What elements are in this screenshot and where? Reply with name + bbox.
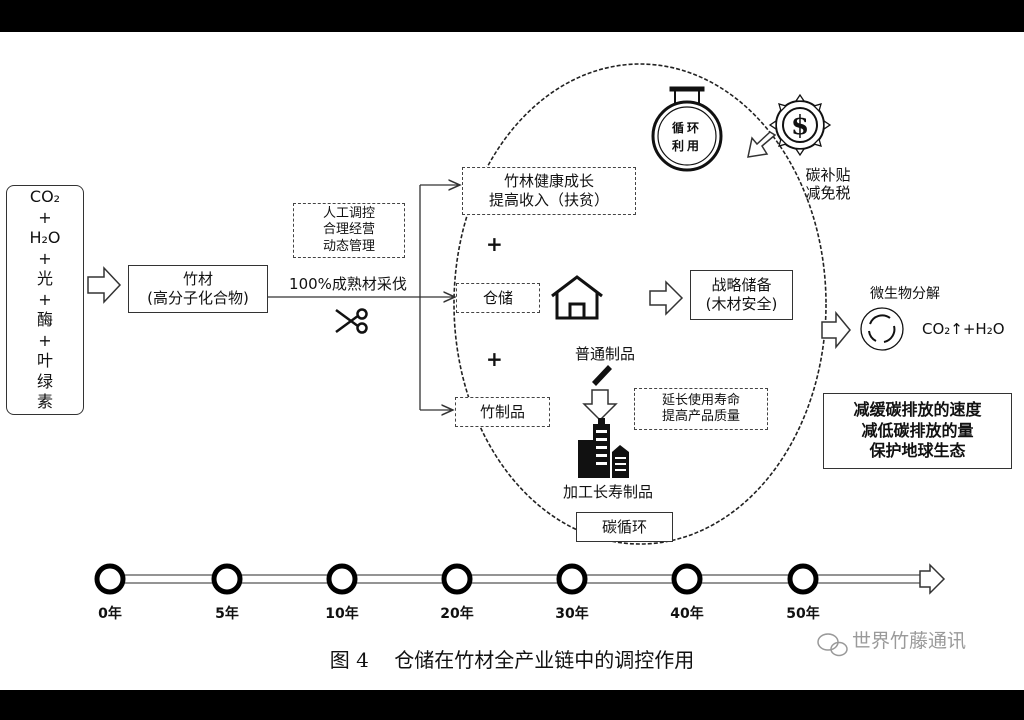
decomposition-label: 微生物分解 (870, 286, 940, 302)
products-label: 竹制品 (479, 402, 525, 421)
subsidy-line: 减免税 (805, 184, 851, 202)
plus-sign: + (38, 248, 52, 268)
strategic-label: 战略储备 (711, 276, 772, 295)
plus-sign: + (38, 330, 52, 350)
management-line: 人工调控 (322, 206, 375, 222)
flask-line: 循环 (671, 121, 702, 135)
storage-box: 仓储 (456, 283, 540, 313)
input-co2: CO₂ (29, 187, 61, 207)
timeline-label: 0年 (98, 606, 122, 622)
strategic-sublabel: (木材安全) (705, 295, 778, 313)
hollow-down-arrow-icon (582, 389, 618, 422)
hollow-arrow-icon (87, 266, 122, 304)
bamboo-material-box: 竹材 (高分子化合物) (128, 265, 268, 313)
flask-icon (651, 86, 723, 172)
carbon-cycle-ellipse (453, 63, 827, 545)
benefit-line: 减缓碳排放的速度 (853, 399, 982, 419)
bamboo-sublabel: (高分子化合物) (147, 289, 249, 307)
input-chlorophyll-3: 素 (36, 392, 53, 412)
carbon-cycle-box: 碳循环 (576, 512, 673, 542)
timeline-label: 20年 (440, 606, 474, 622)
hollow-arrow-icon (821, 310, 851, 350)
management-box: 人工调控 合理经营 动态管理 (293, 203, 405, 258)
buildings-icon (578, 418, 629, 478)
subsidy-label: 碳补贴 减免税 (802, 166, 854, 202)
plus-sign: + (38, 289, 52, 309)
input-chlorophyll-1: 叶 (36, 351, 53, 371)
watermark: 世界竹藤通讯 (852, 630, 967, 652)
benefit-line: 减低碳排放的量 (861, 420, 974, 440)
bamboo-label: 竹材 (182, 270, 213, 289)
extend-line: 延长使用寿命 (661, 392, 740, 408)
recycle-icon (860, 307, 904, 351)
extend-life-box: 延长使用寿命 提高产品质量 (634, 388, 768, 430)
flask-line: 利用 (671, 139, 702, 153)
forest-line: 提高收入（扶贫） (488, 191, 609, 209)
dollar-subsidy-icon (768, 93, 832, 157)
diagram-canvas: $ CO₂ + H₂O + 光 + 酶 + 叶 绿 素 竹材 (高分子化合物) … (0, 32, 1024, 690)
inputs-box: CO₂ + H₂O + 光 + 酶 + 叶 绿 素 (6, 185, 84, 415)
input-h2o: H₂O (29, 228, 61, 248)
forest-line: 竹林健康成长 (503, 172, 594, 191)
warehouse-icon (551, 275, 603, 320)
input-chlorophyll-2: 绿 (36, 371, 53, 391)
benefit-box: 减缓碳排放的速度 减低碳排放的量 保护地球生态 (823, 393, 1012, 469)
output-formula: CO₂↑+H₂O (922, 320, 1005, 338)
timeline-label: 10年 (325, 606, 359, 622)
wechat-icon (817, 633, 848, 657)
benefit-line: 保护地球生态 (869, 441, 966, 461)
plus-sign: + (486, 232, 503, 256)
timeline-label: 50年 (786, 606, 820, 622)
management-line: 动态管理 (322, 238, 375, 254)
dollar-sign-icon: $ (791, 111, 809, 141)
timeline-label: 5年 (215, 606, 239, 622)
flask-label: 循环 利用 (667, 119, 707, 155)
forest-growth-box: 竹林健康成长 提高收入（扶贫） (462, 167, 636, 215)
ordinary-products-label: 普通制品 (574, 345, 635, 363)
plus-sign: + (38, 207, 52, 227)
scissors-icon (335, 308, 368, 334)
timeline-label: 40年 (670, 606, 704, 622)
plus-sign: + (486, 347, 503, 371)
longlife-products-label: 加工长寿制品 (562, 483, 653, 501)
management-line: 合理经营 (322, 222, 375, 238)
timeline-markers (94, 563, 819, 595)
hollow-arrow-icon (649, 280, 684, 316)
bamboo-stick-icon (592, 365, 612, 386)
timeline-label: 30年 (555, 606, 589, 622)
hollow-arrow-icon (747, 131, 777, 158)
harvest-label: 100%成熟材采伐 (289, 275, 407, 293)
bamboo-products-box: 竹制品 (455, 397, 550, 427)
timeline-arrow-icon (919, 563, 946, 595)
subsidy-line: 碳补贴 (805, 166, 851, 184)
extend-line: 提高产品质量 (661, 409, 740, 424)
input-light: 光 (36, 269, 53, 289)
diagram-shapes: $ (87, 63, 946, 657)
storage-label: 仓储 (482, 288, 513, 307)
strategic-reserve-box: 战略储备 (木材安全) (690, 270, 793, 320)
figure-caption: 图 4 仓储在竹材全产业链中的调控作用 (329, 648, 695, 672)
carbon-cycle-label: 碳循环 (601, 517, 647, 536)
input-enzyme: 酶 (36, 310, 53, 330)
